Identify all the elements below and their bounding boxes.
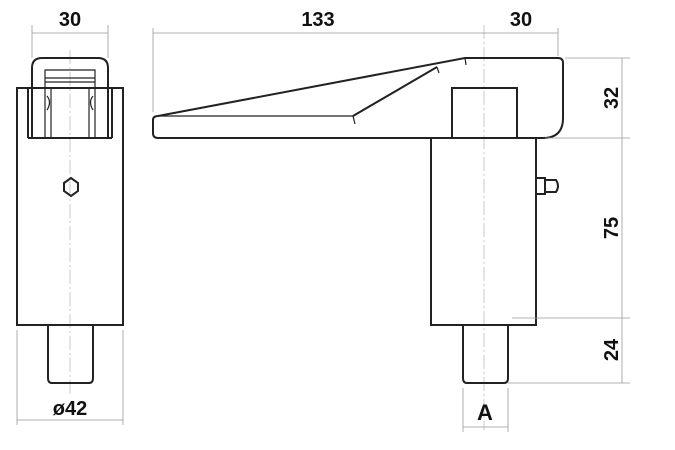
lever-handle [152, 57, 564, 139]
dim-pin-length: 24 [601, 338, 623, 361]
dim-lever-length: 133 [301, 9, 334, 31]
front-pin [462, 325, 509, 384]
side-cap [31, 57, 109, 138]
dim-body-diameter: ø42 [53, 398, 87, 420]
dim-side-width: 30 [59, 9, 81, 31]
dim-head-height: 32 [601, 87, 623, 109]
front-view: 133 30 32 75 24 A [152, 9, 630, 432]
dim-head-width: 30 [510, 9, 532, 31]
grease-nipple [536, 177, 559, 195]
lever-edge-ticks [352, 57, 467, 125]
dim-body-height: 75 [601, 217, 623, 239]
dim-pin-diameter: A [477, 400, 493, 425]
lever-body [430, 137, 537, 326]
lever-edge [352, 66, 438, 117]
side-pin [47, 325, 94, 384]
side-view: 30 ø42 [16, 9, 124, 425]
grease-nipple-hex [63, 176, 79, 198]
side-cap-detail [46, 95, 94, 111]
side-cap-inner [44, 69, 96, 138]
